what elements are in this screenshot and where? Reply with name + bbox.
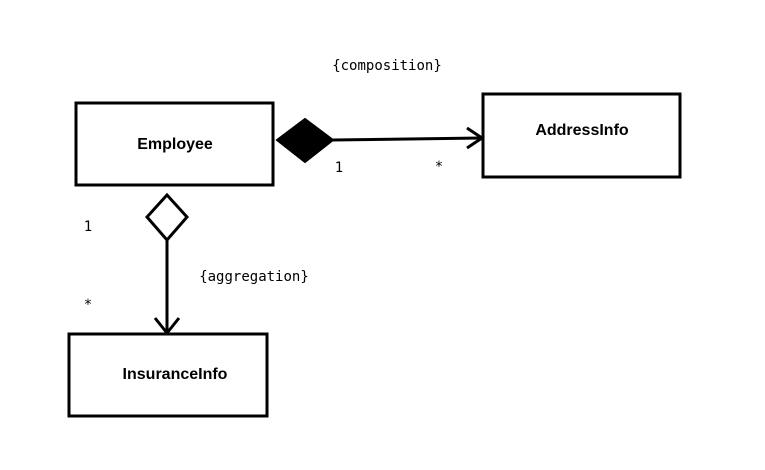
class-employee-label: Employee <box>137 136 213 153</box>
aggregation-source-multiplicity: 1 <box>84 219 92 235</box>
class-address-info[interactable]: AddressInfo <box>481 92 682 179</box>
class-address-info-box <box>481 92 682 179</box>
aggregation-relationship <box>144 192 190 336</box>
composition-source-multiplicity: 1 <box>335 160 343 176</box>
aggregation-arrowhead-icon <box>153 317 181 336</box>
aggregation-diamond-icon <box>144 192 190 243</box>
composition-arrowhead-icon <box>466 126 485 150</box>
class-insurance-info-label: InsuranceInfo <box>123 366 228 383</box>
class-employee-box <box>74 101 275 187</box>
class-address-info-label: AddressInfo <box>535 122 629 139</box>
composition-relationship <box>275 117 485 164</box>
composition-line <box>332 136 483 142</box>
composition-label: {composition} <box>332 58 442 74</box>
class-employee[interactable]: Employee <box>74 101 275 187</box>
composition-diamond-icon <box>275 117 335 164</box>
composition-target-multiplicity: * <box>435 159 443 175</box>
aggregation-target-multiplicity: * <box>84 297 92 313</box>
class-insurance-info[interactable]: InsuranceInfo <box>67 332 269 418</box>
aggregation-label: {aggregation} <box>199 269 309 285</box>
